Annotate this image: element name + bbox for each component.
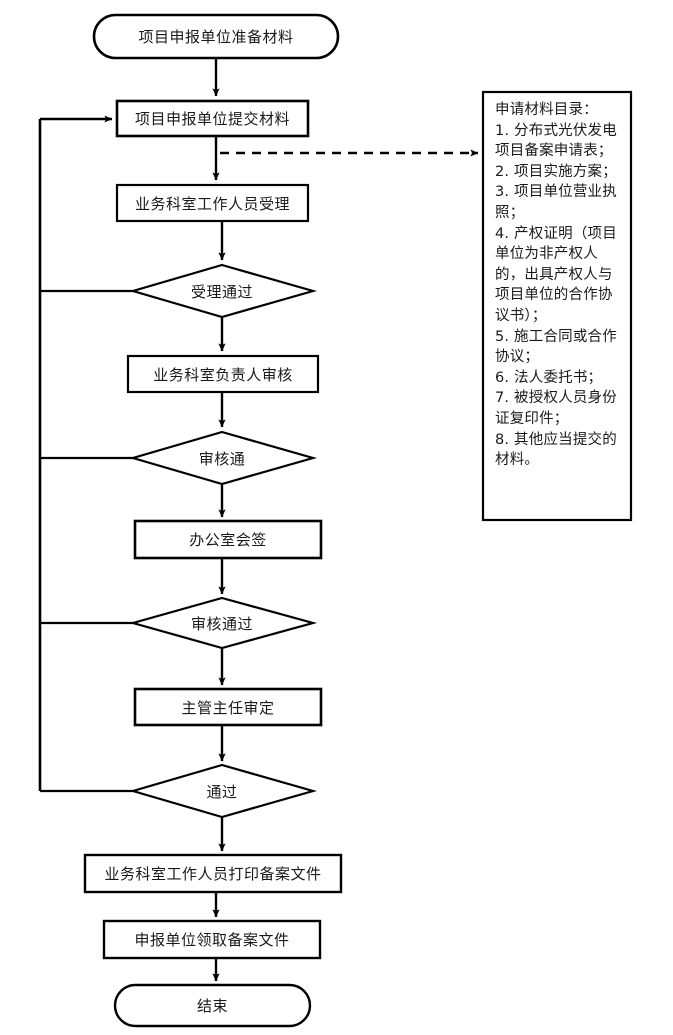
side-note-box-shape <box>481 90 633 522</box>
node-start-shape <box>92 13 340 60</box>
node-review-check-2-shape <box>128 596 318 650</box>
node-collect-file[interactable] <box>104 921 320 958</box>
node-review-check-3-shape <box>129 763 318 819</box>
side-note-box[interactable] <box>483 92 631 520</box>
node-director-approve-shape <box>133 687 323 727</box>
node-start[interactable] <box>94 15 338 58</box>
node-collect-file-shape <box>102 919 322 960</box>
node-review-check-1-shape <box>129 430 318 486</box>
node-print-file-shape <box>83 853 343 894</box>
node-office-sign-shape <box>133 519 323 560</box>
node-accept-staff[interactable] <box>117 185 308 221</box>
node-review-check-1[interactable] <box>133 432 313 484</box>
node-leader-review[interactable] <box>128 356 318 392</box>
node-submit[interactable] <box>117 101 308 136</box>
node-accept-check[interactable] <box>133 265 313 317</box>
node-print-file[interactable] <box>85 855 341 892</box>
node-leader-review-shape <box>126 354 320 394</box>
side-note-text: 申请材料目录： 1. 分布式光伏发电项目备案申请表； 2. 项目实施方案； 3.… <box>495 102 617 469</box>
node-director-approve[interactable] <box>135 689 321 725</box>
node-accept-check-shape <box>129 263 318 319</box>
node-end-shape <box>113 983 312 1028</box>
node-accept-staff-shape <box>115 183 310 223</box>
node-submit-shape <box>115 99 310 138</box>
node-office-sign[interactable] <box>135 521 321 558</box>
node-review-check-2[interactable] <box>133 598 313 648</box>
node-review-check-3[interactable] <box>133 765 313 817</box>
node-end[interactable] <box>115 985 310 1026</box>
